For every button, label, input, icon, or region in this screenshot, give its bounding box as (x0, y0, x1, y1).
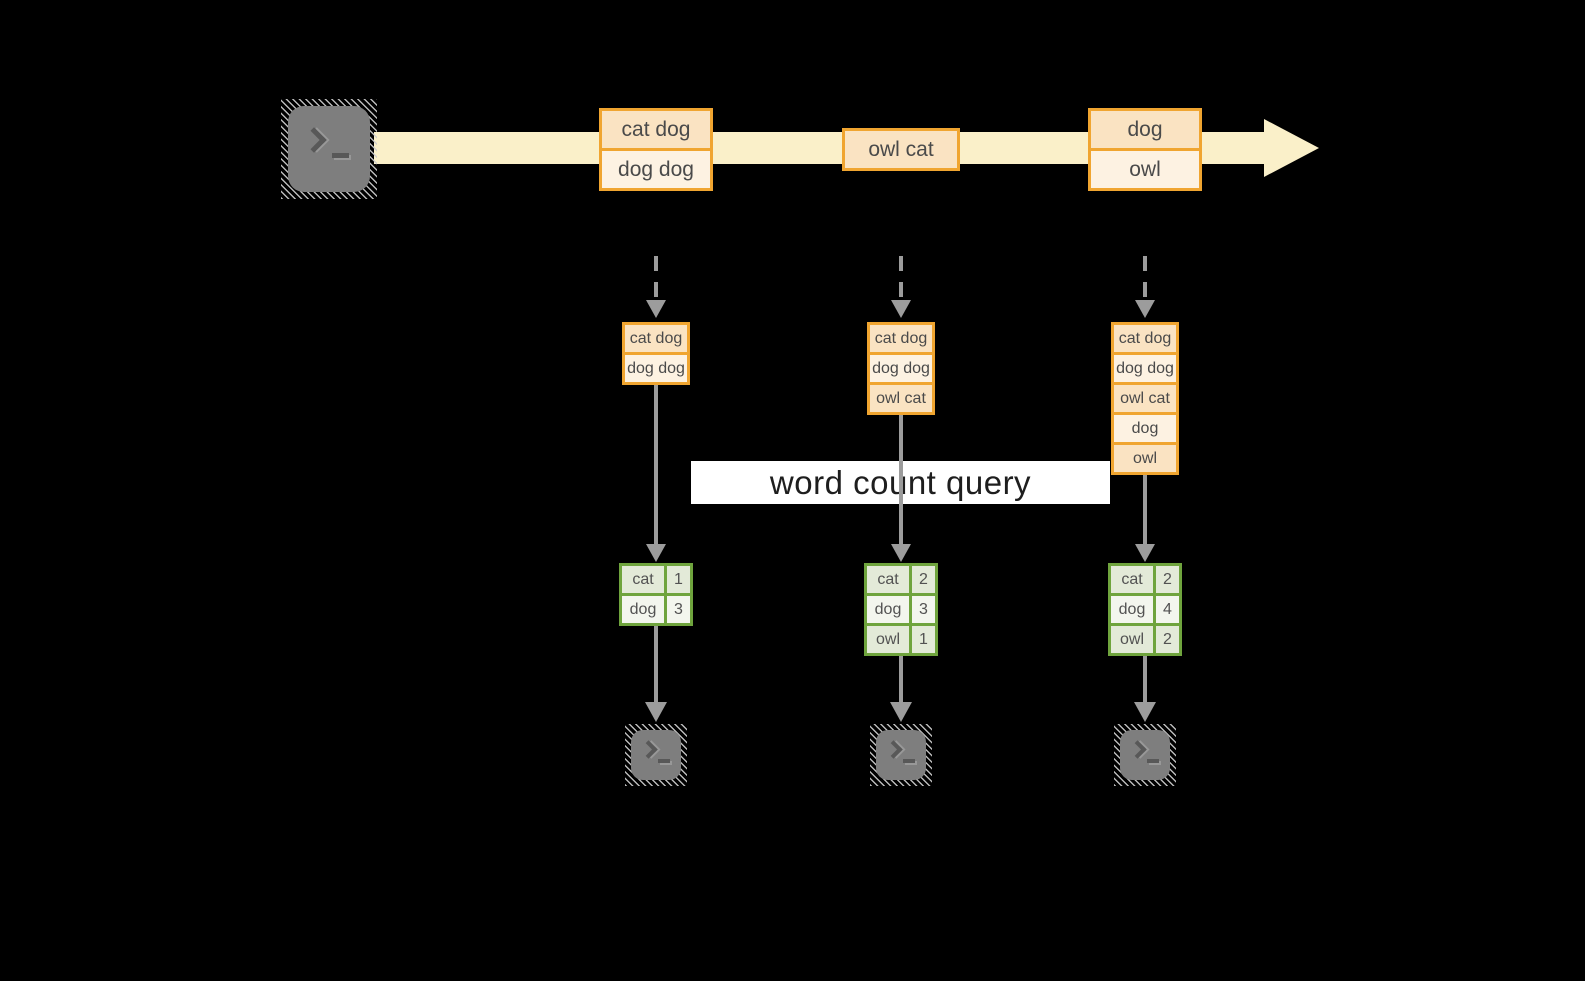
arrow-head-icon (891, 300, 911, 318)
state-cell: cat dog (1114, 325, 1176, 352)
count-word-cell: dog (867, 596, 909, 623)
arrow-head-icon (645, 702, 667, 722)
arrow-line (899, 656, 903, 702)
arrow-head-icon (646, 544, 666, 562)
count-value-cell: 4 (1156, 596, 1179, 623)
dashed-arrow-line (899, 256, 903, 300)
state-cell: cat dog (870, 325, 932, 352)
count-word-cell: cat (867, 566, 909, 593)
count-word-cell: owl (867, 626, 909, 653)
state-cell: owl (1114, 442, 1176, 472)
dashed-arrow-line (654, 256, 658, 300)
terminal-sink-icon (1114, 724, 1176, 786)
arrow-line (899, 415, 903, 544)
count-value-cell: 2 (1156, 566, 1179, 593)
state-cell: dog (1114, 412, 1176, 442)
batch-cell: owl (1091, 148, 1199, 188)
arrow-head-icon (891, 544, 911, 562)
terminal-body (876, 730, 926, 780)
terminal-source-icon (281, 99, 377, 199)
arrow-line (1143, 475, 1147, 544)
terminal-body (288, 106, 370, 192)
count-word-cell: dog (622, 596, 664, 623)
terminal-sink-icon (870, 724, 932, 786)
stream-arrow-head-icon (1264, 119, 1319, 177)
prompt-cursor-icon (658, 759, 670, 763)
terminal-body (631, 730, 681, 780)
batch-cell: dog dog (602, 148, 710, 188)
batch-cell: dog (1091, 111, 1199, 148)
stream-batch-box: owl cat (842, 128, 960, 171)
arrow-line (654, 385, 658, 544)
state-cell: owl cat (1114, 382, 1176, 412)
terminal-sink-icon (625, 724, 687, 786)
terminal-body (1120, 730, 1170, 780)
state-cell: dog dog (870, 352, 932, 382)
count-value-cell: 1 (667, 566, 690, 593)
batch-cell: owl cat (845, 131, 957, 168)
count-value-cell: 2 (1156, 626, 1179, 653)
prompt-cursor-icon (1147, 759, 1159, 763)
count-word-cell: dog (1111, 596, 1153, 623)
arrow-head-icon (1135, 544, 1155, 562)
prompt-chevron-icon (1128, 740, 1147, 759)
count-value-cell: 2 (912, 566, 935, 593)
arrow-line (1143, 656, 1147, 702)
arrow-head-icon (1135, 300, 1155, 318)
state-cell: dog dog (1114, 352, 1176, 382)
count-value-cell: 3 (912, 596, 935, 623)
state-cell: cat dog (625, 325, 687, 352)
prompt-cursor-icon (903, 759, 915, 763)
prompt-cursor-icon (332, 153, 349, 158)
count-value-cell: 1 (912, 626, 935, 653)
prompt-chevron-icon (639, 740, 658, 759)
arrow-head-icon (890, 702, 912, 722)
arrow-head-icon (646, 300, 666, 318)
state-cell: dog dog (625, 352, 687, 382)
prompt-chevron-icon (884, 740, 903, 759)
count-word-cell: owl (1111, 626, 1153, 653)
batch-cell: cat dog (602, 111, 710, 148)
count-word-cell: cat (622, 566, 664, 593)
dashed-arrow-line (1143, 256, 1147, 300)
prompt-chevron-icon (301, 127, 327, 153)
arrow-line (654, 626, 658, 702)
count-value-cell: 3 (667, 596, 690, 623)
state-cell: owl cat (870, 382, 932, 412)
arrow-head-icon (1134, 702, 1156, 722)
count-word-cell: cat (1111, 566, 1153, 593)
